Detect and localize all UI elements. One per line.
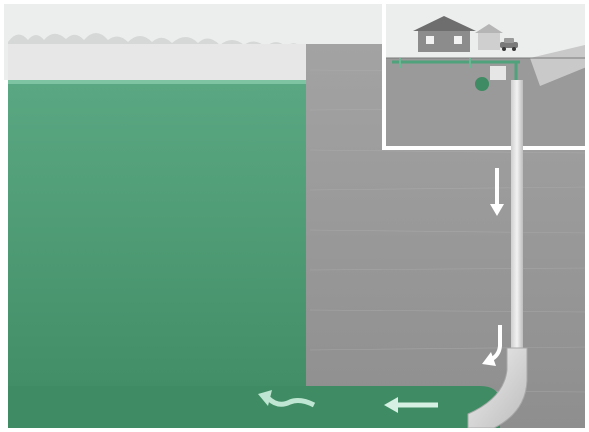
far-bank	[8, 44, 308, 80]
surface-inset	[384, 0, 589, 148]
aquifer-water	[8, 82, 308, 428]
well-shaft	[511, 80, 523, 380]
water-surface	[8, 80, 308, 84]
